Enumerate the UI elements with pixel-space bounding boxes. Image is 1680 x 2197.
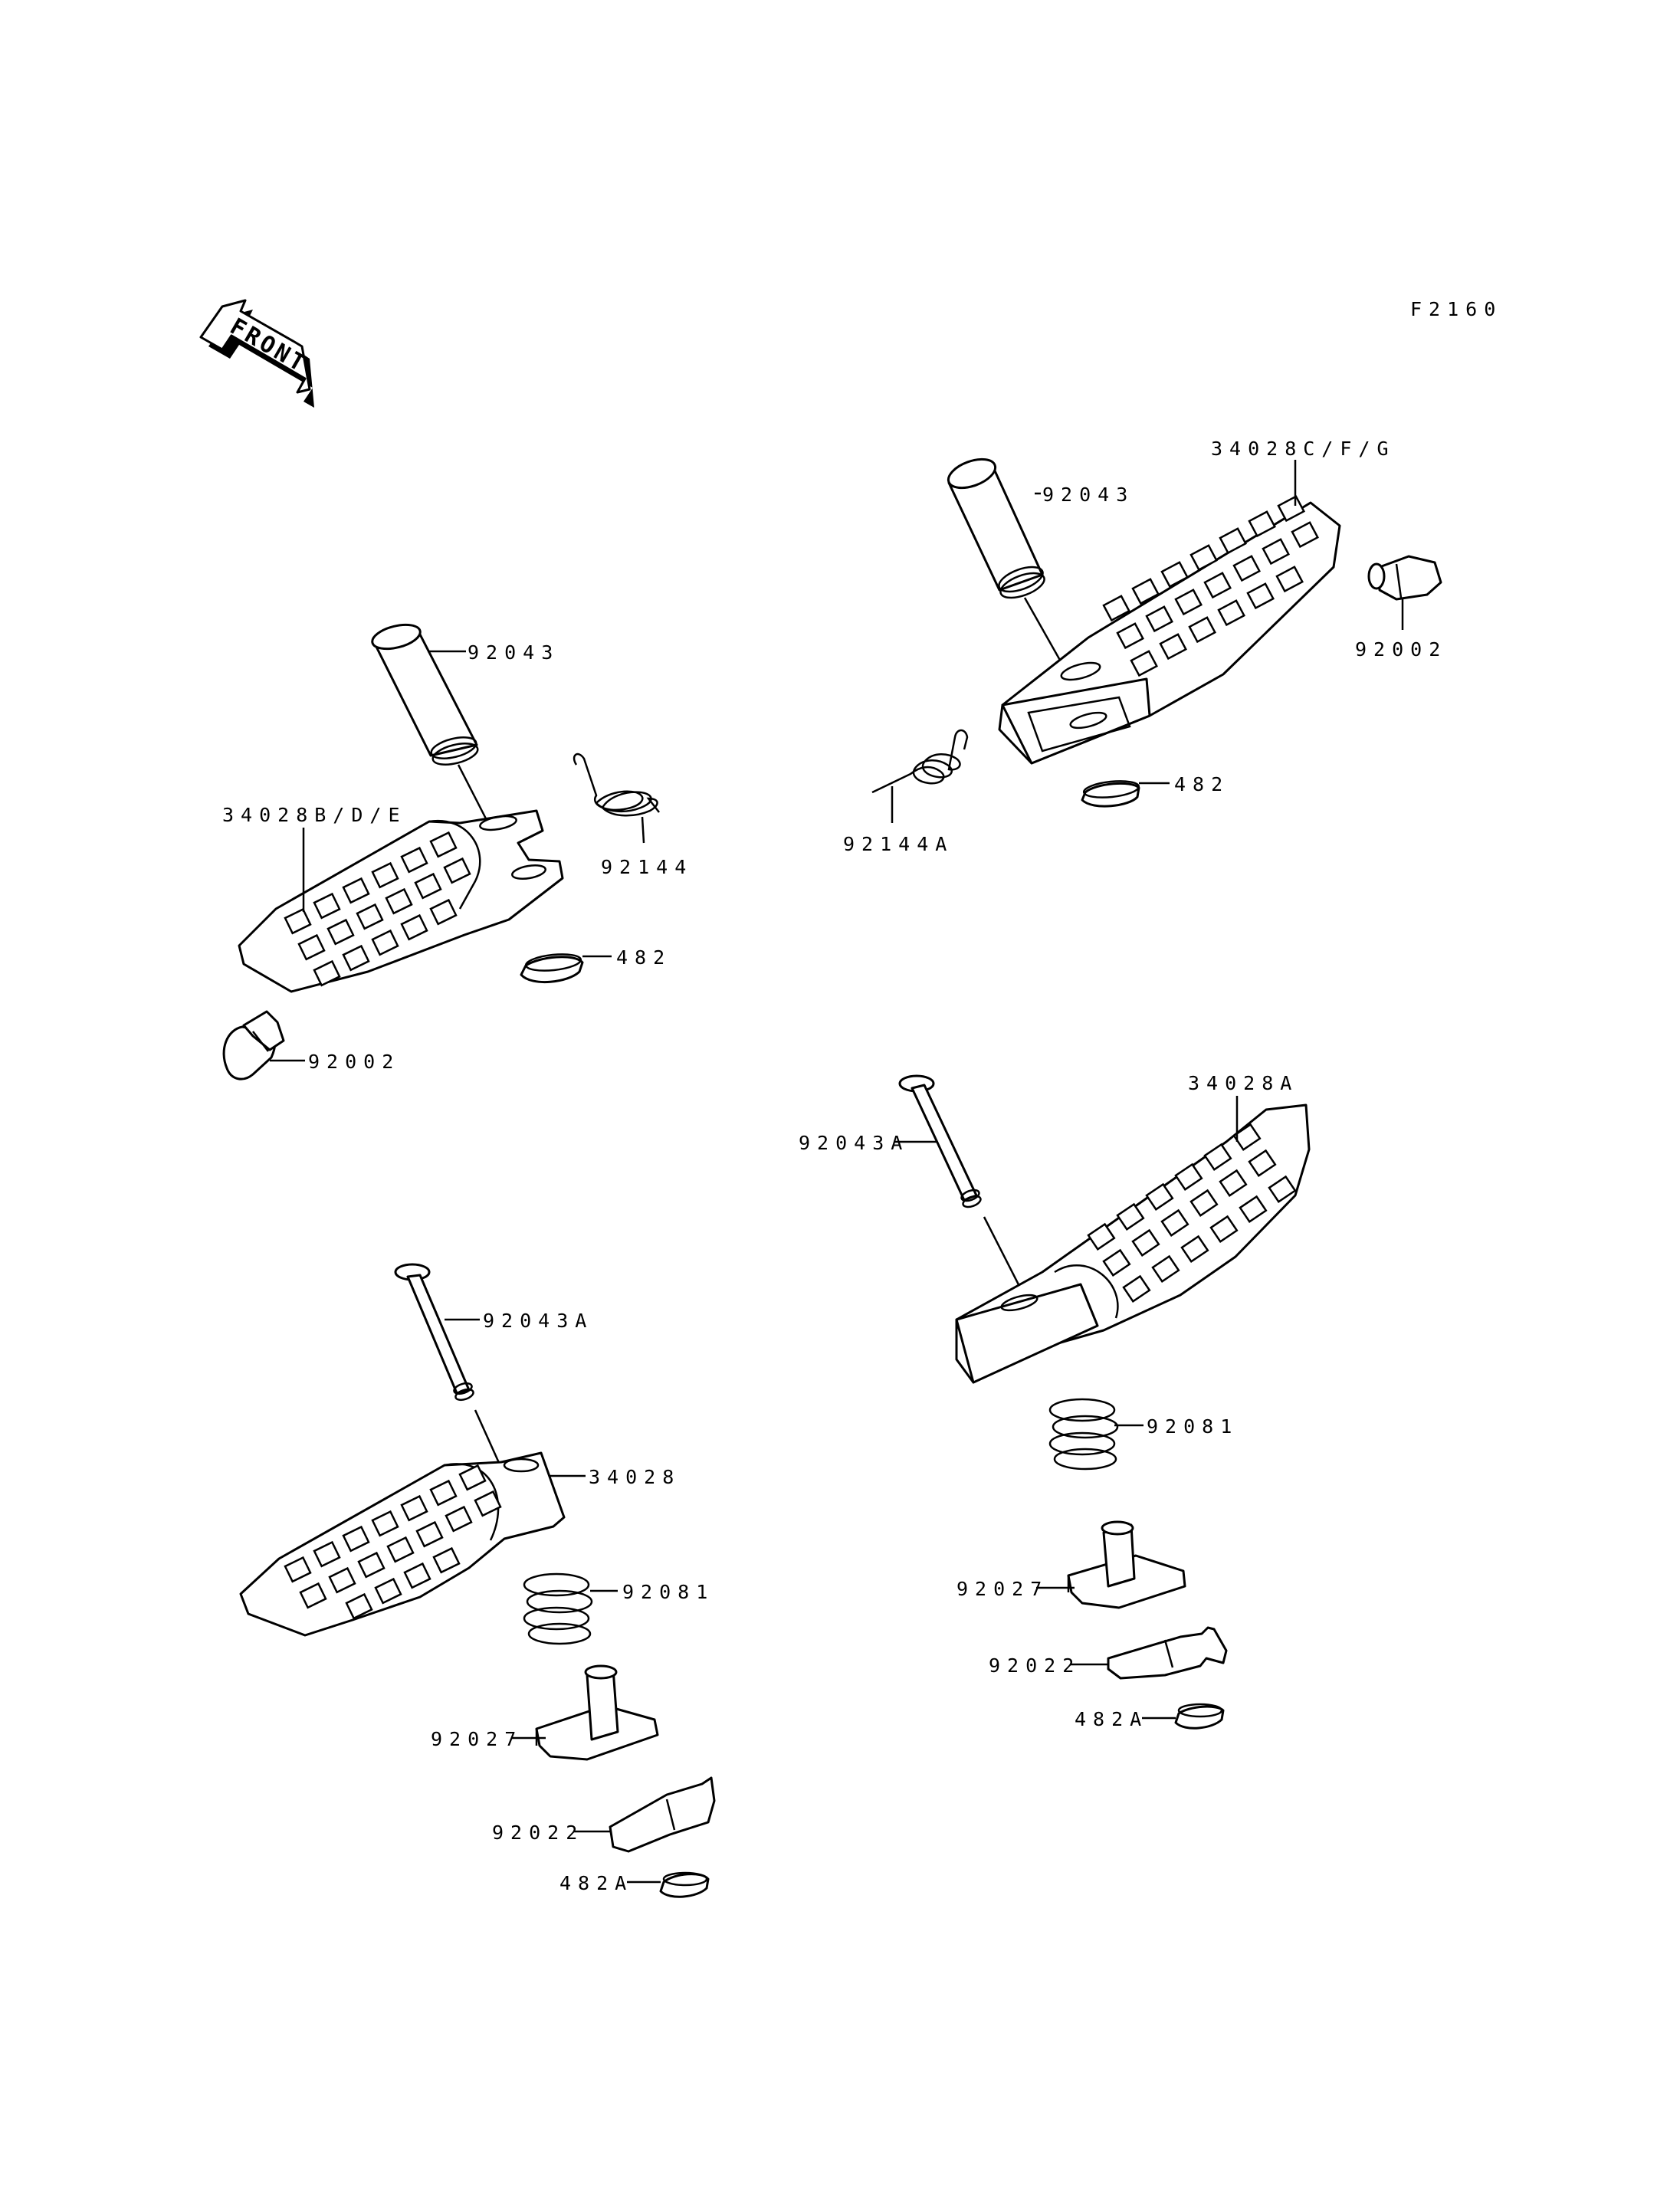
label-482a-ll: 482A bbox=[559, 1872, 633, 1894]
front-arrow-icon: FRONT bbox=[199, 299, 314, 408]
label-92027-lr: 92027 bbox=[956, 1578, 1048, 1600]
upper-left-spring bbox=[573, 753, 660, 817]
label-92002-ul: 92002 bbox=[308, 1051, 400, 1073]
lower-right-footrest bbox=[955, 1103, 1311, 1384]
upper-right-pin bbox=[947, 457, 1045, 599]
upper-right-rubber bbox=[1367, 555, 1442, 601]
upper-right-footrest bbox=[998, 495, 1341, 765]
label-92002-ur: 92002 bbox=[1355, 638, 1447, 661]
upper-right-ring bbox=[1081, 780, 1140, 808]
label-92081-ll: 92081 bbox=[622, 1581, 714, 1603]
label-92144a: 92144A bbox=[843, 833, 953, 855]
label-34028a: 34028A bbox=[1188, 1072, 1298, 1094]
label-34028cfg: 34028C/F/G bbox=[1211, 438, 1396, 460]
lower-right-pin bbox=[898, 1074, 982, 1208]
label-92081-lr: 92081 bbox=[1147, 1415, 1239, 1438]
upper-right-spring bbox=[871, 729, 969, 794]
lower-right-plate bbox=[1107, 1626, 1228, 1680]
lower-left-pin bbox=[394, 1263, 474, 1402]
upper-left-pin bbox=[371, 623, 479, 766]
lower-left-plate bbox=[609, 1776, 716, 1853]
label-34028: 34028 bbox=[589, 1466, 681, 1488]
upper-left-ring bbox=[520, 953, 584, 984]
lower-right-holder bbox=[1067, 1520, 1186, 1609]
label-92043a-ll: 92043A bbox=[483, 1310, 593, 1332]
label-92043-ur: 92043 bbox=[1042, 484, 1134, 506]
label-92043a-lr: 92043A bbox=[799, 1132, 909, 1154]
diagram-code: F2160 bbox=[1410, 298, 1502, 320]
lower-left-ring bbox=[659, 1871, 710, 1898]
label-482a-lr: 482A bbox=[1075, 1708, 1148, 1730]
upper-left-rubber bbox=[222, 1010, 285, 1080]
label-92022-ll: 92022 bbox=[492, 1822, 584, 1844]
lower-left-footrest bbox=[239, 1451, 566, 1637]
label-92144: 92144 bbox=[601, 856, 693, 878]
label-92027-ll: 92027 bbox=[431, 1728, 523, 1750]
upper-left-footrest bbox=[238, 809, 564, 993]
label-482-ul: 482 bbox=[616, 946, 671, 969]
lower-left-spring bbox=[523, 1572, 593, 1645]
lower-right-spring bbox=[1048, 1398, 1119, 1471]
label-34028bde: 34028B/D/E bbox=[222, 804, 407, 826]
label-92043-ul: 92043 bbox=[468, 641, 559, 664]
label-92022-lr: 92022 bbox=[989, 1654, 1081, 1677]
lower-left-holder bbox=[535, 1664, 659, 1761]
label-482-ur: 482 bbox=[1174, 773, 1229, 795]
lower-right-ring bbox=[1174, 1703, 1225, 1730]
